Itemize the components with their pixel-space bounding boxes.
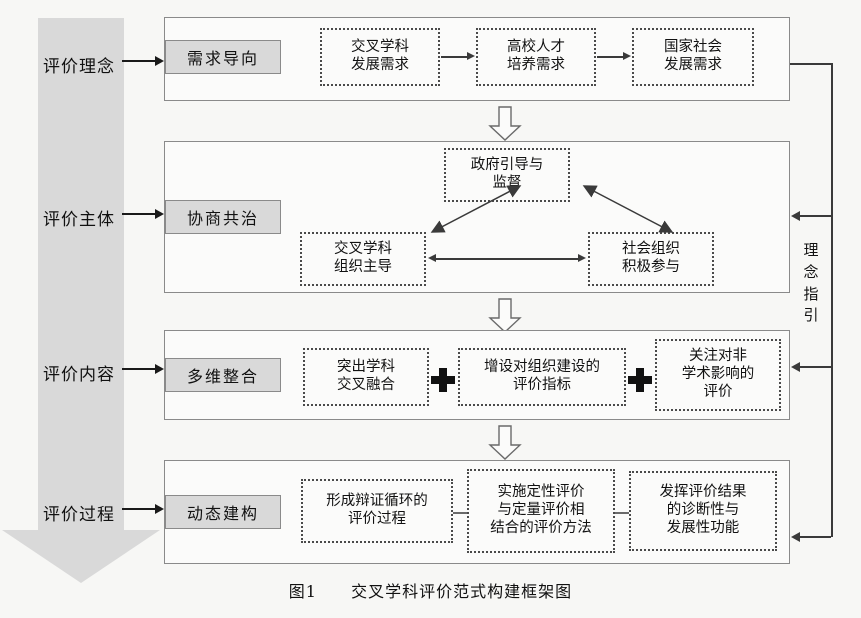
stage-2-item-1: 增设对组织建设的 评价指标	[458, 348, 626, 406]
item-line-2: 组织主导	[334, 259, 392, 275]
plus-icon-2	[628, 368, 652, 392]
stage-0-item-0: 交叉学科 发展需求	[320, 28, 440, 86]
item-line-1: 发挥评价结果	[659, 484, 747, 501]
feedback-label: 理念指引	[803, 241, 819, 325]
stage-tag-1: 协商共治	[165, 200, 281, 234]
item-line-2: 评价指标	[513, 377, 571, 393]
item-line-2: 与定量评价相	[497, 502, 585, 519]
item-line-1: 形成辩证循环的	[326, 493, 428, 510]
item-line-2: 培养需求	[507, 57, 565, 73]
figure-caption: 图1 交叉学科评价范式构建框架图	[0, 578, 861, 602]
item-line-1: 突出学科	[337, 359, 395, 376]
stage-tag-3: 动态建构	[165, 495, 281, 529]
item-line-1: 实施定性评价	[497, 484, 585, 501]
item-line-3: 结合的评价方法	[490, 519, 592, 536]
feedback-arrowhead-row4	[791, 532, 800, 542]
feedback-arrowhead-row3	[791, 362, 800, 372]
feedback-top-segment	[790, 63, 832, 65]
stage-1-item-2: 社会组织 积极参与	[588, 232, 714, 286]
feedback-branch-row3	[800, 366, 831, 368]
item-line-1: 交叉学科	[334, 241, 392, 258]
stage-3-item-2: 发挥评价结果 的诊断性与 发展性功能	[629, 471, 777, 551]
item-line-2: 交叉融合	[337, 377, 395, 393]
item-line-2: 发展需求	[664, 57, 722, 73]
stage-1-diagonal-arrow-left	[424, 178, 528, 240]
flow-down-arrow-3	[488, 425, 522, 460]
stage-tag-0: 需求导向	[165, 40, 281, 74]
item-line-2: 学术影响的	[681, 366, 755, 383]
flow-down-arrow-2	[488, 298, 522, 333]
arrow-head	[2, 530, 160, 583]
item-line-1: 增设对组织建设的	[484, 359, 600, 376]
stage-3-item-1: 实施定性评价 与定量评价相 结合的评价方法	[467, 469, 615, 553]
lead-arrow-1	[122, 209, 164, 219]
item-line-3: 发展性功能	[666, 519, 740, 536]
stage-tag-2: 多维整合	[165, 358, 281, 392]
flow-down-arrow-1	[488, 106, 522, 141]
stage-1-item-1: 交叉学科 组织主导	[300, 232, 426, 286]
stage-3-connector-0	[453, 512, 467, 514]
stage-label-3: 评价过程	[43, 505, 115, 525]
feedback-arrowhead-row2	[791, 211, 800, 221]
item-line-1: 关注对非	[689, 348, 747, 365]
arrow-shaft	[38, 18, 124, 530]
lead-arrow-2	[122, 364, 164, 374]
item-line-1: 高校人才	[507, 39, 565, 56]
item-line-2: 评价过程	[348, 511, 406, 527]
item-line-2: 的诊断性与	[666, 502, 740, 519]
stage-0-item-2: 国家社会 发展需求	[632, 28, 754, 86]
item-line-2: 发展需求	[351, 57, 409, 73]
lead-arrow-0	[122, 56, 164, 66]
item-line-2: 积极参与	[622, 259, 680, 275]
stage-0-item-1: 高校人才 培养需求	[476, 28, 596, 86]
downward-progression-arrow	[2, 18, 160, 583]
item-line-1: 国家社会	[664, 39, 722, 56]
item-line-1: 社会组织	[622, 241, 680, 258]
stage-1-diagonal-arrow-right	[576, 178, 680, 240]
item-line-1: 政府引导与	[470, 157, 544, 174]
stage-label-1: 评价主体	[43, 210, 115, 230]
feedback-branch-row2	[800, 215, 831, 217]
stage-3-connector-1	[615, 512, 629, 514]
caption-number: 图1	[288, 582, 317, 601]
plus-icon-1	[431, 368, 455, 392]
stage-1-horizontal-double-arrow	[428, 254, 586, 263]
caption-text: 交叉学科评价范式构建框架图	[351, 582, 573, 601]
stage-2-item-0: 突出学科 交叉融合	[303, 348, 429, 406]
item-line-3: 评价	[703, 383, 733, 400]
feedback-branch-row4	[800, 536, 831, 538]
stage-label-2: 评价内容	[43, 365, 115, 385]
stage-label-0: 评价理念	[43, 57, 115, 77]
stage-0-connector-0	[441, 52, 475, 61]
stage-3-item-0: 形成辩证循环的 评价过程	[301, 479, 453, 543]
stage-0-connector-1	[597, 52, 631, 61]
item-line-1: 交叉学科	[351, 39, 409, 56]
feedback-vertical-line	[831, 63, 833, 537]
lead-arrow-3	[122, 504, 164, 514]
stage-2-item-2: 关注对非 学术影响的 评价	[655, 339, 781, 411]
